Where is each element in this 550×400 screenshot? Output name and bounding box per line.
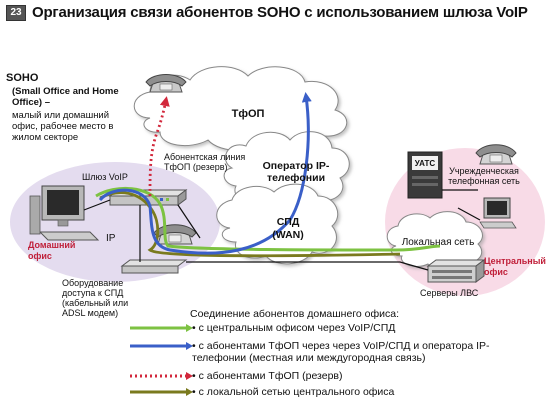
legend-arrowhead-0 <box>186 324 193 332</box>
pstn-cloud <box>133 66 348 151</box>
blue-link-arrow <box>98 92 312 255</box>
institution-network-label: Учрежденческая телефонная сеть <box>448 166 520 186</box>
legend-heading: Соединение абонентов домашнего офиса: <box>190 308 400 320</box>
office-phone-icon <box>475 144 517 165</box>
uats-label: УАТС <box>415 159 436 168</box>
slide-number: 23 <box>6 5 26 21</box>
soho-subtitle: (Small Office and Home Office) – <box>12 86 119 108</box>
subscriber-line-label: Абонентская линия ТфОП (резерв) <box>164 152 246 172</box>
gateway-label: Шлюз VoIP <box>82 172 128 182</box>
spd-label: СПД <box>276 216 300 228</box>
legend-arrowhead-2 <box>186 372 193 380</box>
modem-icon <box>120 259 188 274</box>
home-office-label: Домашний офис <box>28 240 76 261</box>
lan-servers-icon <box>426 259 486 283</box>
red-reserve-arrow <box>148 96 170 197</box>
uats-pbx-icon: УАТС <box>407 151 443 199</box>
pstn-cloud-label: ТфОП <box>231 108 265 120</box>
office-computer-icon <box>479 197 517 229</box>
lan-servers-label: Серверы ЛВС <box>420 288 479 298</box>
home-computer-icon <box>29 185 100 241</box>
legend-arrowhead-1 <box>186 342 193 350</box>
ip-label: IP <box>106 233 116 244</box>
wan-label: (WAN) <box>272 229 304 241</box>
legend-arrowhead-3 <box>186 388 193 396</box>
black-cables <box>83 189 481 271</box>
ip-operator-label: Оператор IP-телефонии <box>262 160 330 184</box>
legend-item-blue: • с абонентами ТфОП через через VoIP/СПД… <box>192 340 490 364</box>
central-office-label: Центральный офис <box>484 256 546 277</box>
legend-item-green: • с центральным офисом через VoIP/СПД <box>192 322 396 334</box>
access-equipment-label: Оборудование доступа к СПД (кабельный ил… <box>62 278 129 318</box>
home-phone-icon <box>153 224 197 245</box>
legend-item-olive: • с локальной сетью центрального офиса <box>192 386 395 398</box>
soho-description: малый или домашний офис, рабочее место в… <box>12 110 114 143</box>
page-title: Организация связи абонентов SOHO с испол… <box>32 4 528 21</box>
local-network-cloud <box>386 211 483 271</box>
olive-link-line <box>99 191 401 258</box>
local-network-label: Локальная сеть <box>401 237 475 248</box>
soho-heading: SOHO <box>6 72 39 84</box>
pstn-phone-icon <box>145 74 187 93</box>
legend-item-red: • с абонентами ТфОП (резерв) <box>192 370 343 382</box>
